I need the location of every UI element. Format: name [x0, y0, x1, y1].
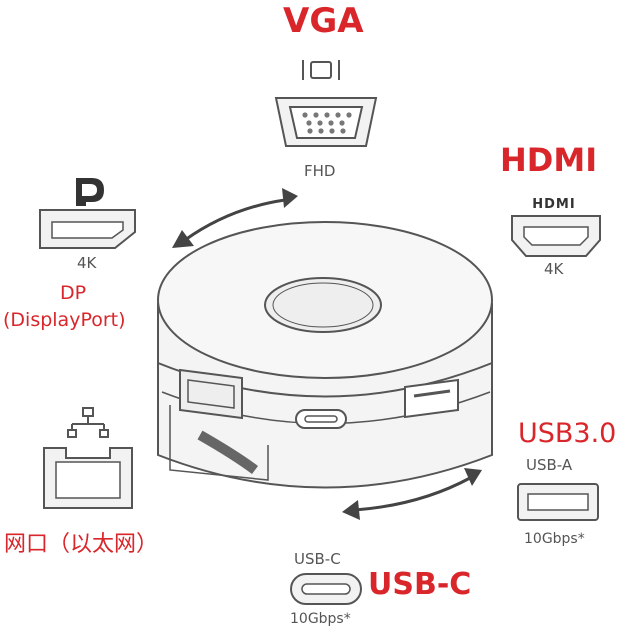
displayport-port-icon: [39, 209, 136, 249]
usb-a-type: USB-A: [526, 456, 573, 474]
vga-symbol-icon: [302, 60, 340, 80]
dp-heading: DP: [60, 282, 87, 304]
usb-c-type: USB-C: [294, 550, 341, 568]
usb-a-speed: 10Gbps*: [524, 531, 585, 547]
vga-heading: VGA: [283, 1, 364, 41]
ethernet-heading: 网口（以太网）: [4, 532, 159, 557]
hdmi-resolution: 4K: [544, 260, 564, 278]
vga-port-icon: [274, 97, 378, 147]
vga-resolution: FHD: [304, 162, 336, 180]
ethernet-port-icon: [43, 447, 133, 509]
hdmi-logo-icon: HDMI: [532, 197, 575, 212]
dp-resolution: 4K: [77, 254, 97, 272]
usb-a-heading: USB3.0: [518, 418, 617, 449]
usb-a-port-icon: [517, 483, 599, 521]
network-symbol-icon: [67, 407, 109, 438]
rotation-arrow-top: [172, 188, 298, 248]
usb-c-speed: 10Gbps*: [290, 611, 351, 627]
usb-c-heading: USB-C: [368, 567, 472, 602]
usb-c-port-icon: [290, 573, 362, 605]
hdmi-port-icon: [511, 215, 601, 257]
hub-illustration: [157, 221, 493, 489]
displayport-logo-icon: [76, 178, 104, 206]
rotation-arrow-bottom: [342, 468, 482, 520]
hdmi-heading: HDMI: [500, 141, 598, 179]
dp-heading-full: (DisplayPort): [3, 309, 126, 331]
